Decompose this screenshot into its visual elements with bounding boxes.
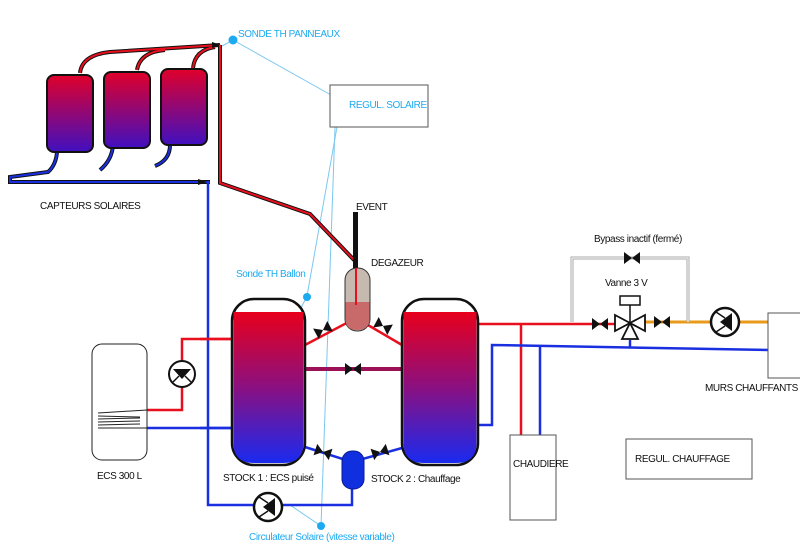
murs-chauffants-box[interactable] (767, 312, 800, 379)
sonde-panneaux-label: SONDE TH PANNEAUX (238, 29, 340, 40)
valve[interactable] (345, 363, 361, 375)
chaudiere-box[interactable] (509, 434, 557, 521)
stock2-label: STOCK 2 : Chauffage (371, 474, 461, 485)
three-way-valve[interactable] (614, 295, 646, 340)
event-pipe (353, 212, 358, 268)
sonde-ballon-sensor-icon (303, 293, 311, 301)
heating-pump[interactable] (709, 306, 741, 338)
regul-solaire-label: REGUL. SOLAIRE (349, 100, 427, 111)
valve[interactable] (592, 318, 608, 330)
circulateur-sensor-icon (317, 522, 325, 530)
hot-solar-pipe (218, 45, 358, 300)
ecs-pump[interactable] (168, 360, 196, 388)
bypass-label: Bypass inactif (fermé) (594, 234, 682, 245)
sonde-ballon-label: Sonde TH Ballon (236, 269, 305, 280)
collector-panel (160, 68, 208, 146)
chaudiere-label: CHAUDIERE (513, 459, 569, 470)
sonde-panneaux-sensor-icon (228, 35, 238, 45)
expansion-vessel (341, 450, 365, 490)
collector-panel (103, 71, 151, 149)
capteurs-label: CAPTEURS SOLAIRES (40, 201, 141, 212)
valve[interactable] (654, 316, 670, 328)
bypass-valve[interactable] (624, 252, 640, 264)
ecs-tank[interactable] (91, 343, 148, 461)
regul-chauffage-box[interactable] (625, 438, 753, 480)
regul-chauffage-label: REGUL. CHAUFFAGE (635, 454, 730, 465)
valve[interactable] (373, 316, 393, 336)
collector-panel (46, 74, 94, 153)
event-label: EVENT (356, 202, 388, 213)
circulateur-label: Circulateur Solaire (vitesse variable) (249, 532, 394, 543)
regul-solaire-box[interactable] (329, 84, 429, 128)
degazeur[interactable] (344, 267, 371, 332)
vanne-label: Vanne 3 V (605, 278, 648, 289)
ecs-label: ECS 300 L (97, 471, 143, 482)
solar-circulator-pump[interactable] (252, 491, 284, 523)
murs-chauffants-label: MURS CHAUFFANTS (705, 383, 799, 394)
stock-1-tank[interactable] (230, 297, 307, 467)
stock-2-tank[interactable] (400, 297, 480, 467)
degazeur-label: DEGAZEUR (371, 258, 424, 269)
solar-collectors (8, 42, 221, 185)
stock1-label: STOCK 1 : ECS puisé (223, 473, 314, 484)
valve[interactable] (370, 443, 390, 461)
